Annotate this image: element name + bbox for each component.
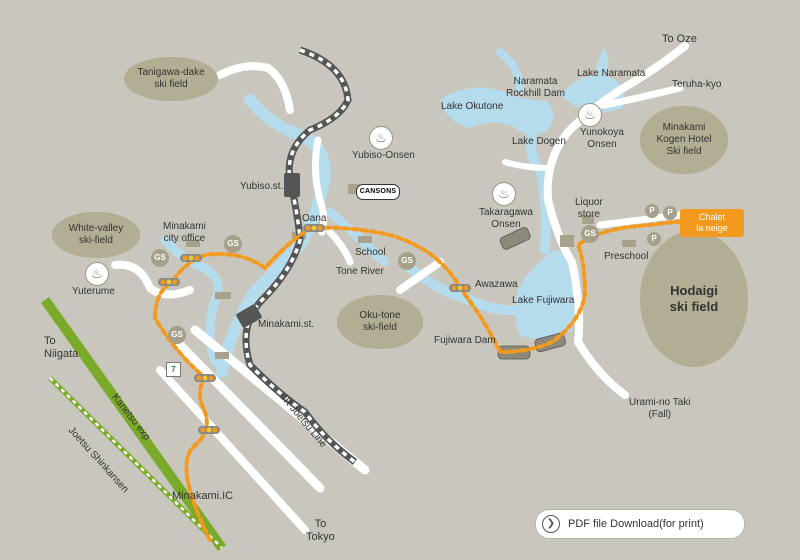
label-lake-naramata: Lake Naramata [577,68,646,79]
label-to-niigata: To Niigata [44,335,79,360]
onsen-icon[interactable]: ♨ [369,126,393,150]
label-tone-river: Tone River [336,266,384,277]
label-to-tokyo: To Tokyo [306,518,335,543]
parking-icon[interactable]: P [663,206,677,220]
label-preschool: Preschool [604,251,649,262]
onsen-icon[interactable]: ♨ [492,182,516,206]
water-bodies [440,48,625,339]
label-lake-fujiwara: Lake Fujiwara [512,295,575,306]
pdf-download-label: PDF file Download(for print) [568,518,704,530]
parking-icon[interactable]: P [645,204,659,218]
jr-joetsu-railway [242,46,358,465]
label-minakami-city-office: Minakami city office [163,221,206,244]
arrow-right-icon: ❯ [542,515,560,533]
onsen-icon[interactable]: ♨ [578,103,602,127]
parking-icon[interactable]: P [647,232,661,246]
gas-station-icon[interactable]: GS [398,252,416,270]
label-minakami-station: Minakami.st. [258,319,315,330]
gas-station-icon[interactable]: GS [224,235,242,253]
label-naramata-dam: Naramata Rockhill Dam [506,76,565,99]
label-fujiwara-dam: Fujiwara Dam [434,335,496,346]
label-liquor-store: Liquor store [575,197,603,220]
white-valley-ski-field[interactable]: White-valley ski-field [52,212,140,258]
minakami-station-block [236,304,262,328]
label-minakami-ic: Minakami.IC [172,490,234,502]
chalet-la-neige-badge[interactable]: Chalet la neige [680,209,744,237]
label-lake-okutone: Lake Okutone [441,101,504,112]
label-to-oze: To Oze [662,33,697,45]
convenience-store-icon[interactable]: 7 [166,362,181,377]
label-yunokoya-onsen: Yunokoya Onsen [580,127,624,150]
label-yubiso-onsen: Yubiso-Onsen [352,150,415,161]
tanigawa-ski-field[interactable]: Tanigawa-dake ski field [124,57,218,101]
badge-line2: la neige [696,223,728,233]
label-yuterume: Yuterume [72,286,115,297]
yubiso-station-block [284,173,300,197]
badge-line1: Chalet [698,212,725,222]
cansons-logo[interactable]: CANSONS [356,184,400,200]
label-takaragawa-onsen: Takaragawa Onsen [479,207,533,230]
label-urami-no-taki: Urami-no Taki (Fall) [629,397,691,420]
label-oana: Oana [302,213,327,224]
label-lake-dogen: Lake Dogen [512,136,566,147]
label-teruha-kyo: Teruha-kyo [672,79,722,90]
gas-station-icon[interactable]: GS [151,249,169,267]
traffic-signals [158,224,471,434]
onsen-icon[interactable]: ♨ [85,262,109,286]
label-yubiso-station: Yubiso.st. [240,181,284,192]
gas-station-icon[interactable]: GS [168,326,186,344]
pdf-download-button[interactable]: ❯ PDF file Download(for print) [535,509,745,539]
label-awazawa: Awazawa [475,279,518,290]
label-school: School [355,247,386,258]
gas-station-icon[interactable]: GS [581,225,599,243]
minakami-kogen-ski-field[interactable]: Minakami Kogen Hotel Ski field [640,106,728,174]
kanetsu-expressway [40,297,227,551]
oku-tone-ski-field[interactable]: Oku-tone ski-field [337,295,423,349]
hodaigi-ski-field[interactable]: Hodaigi ski field [640,231,748,367]
